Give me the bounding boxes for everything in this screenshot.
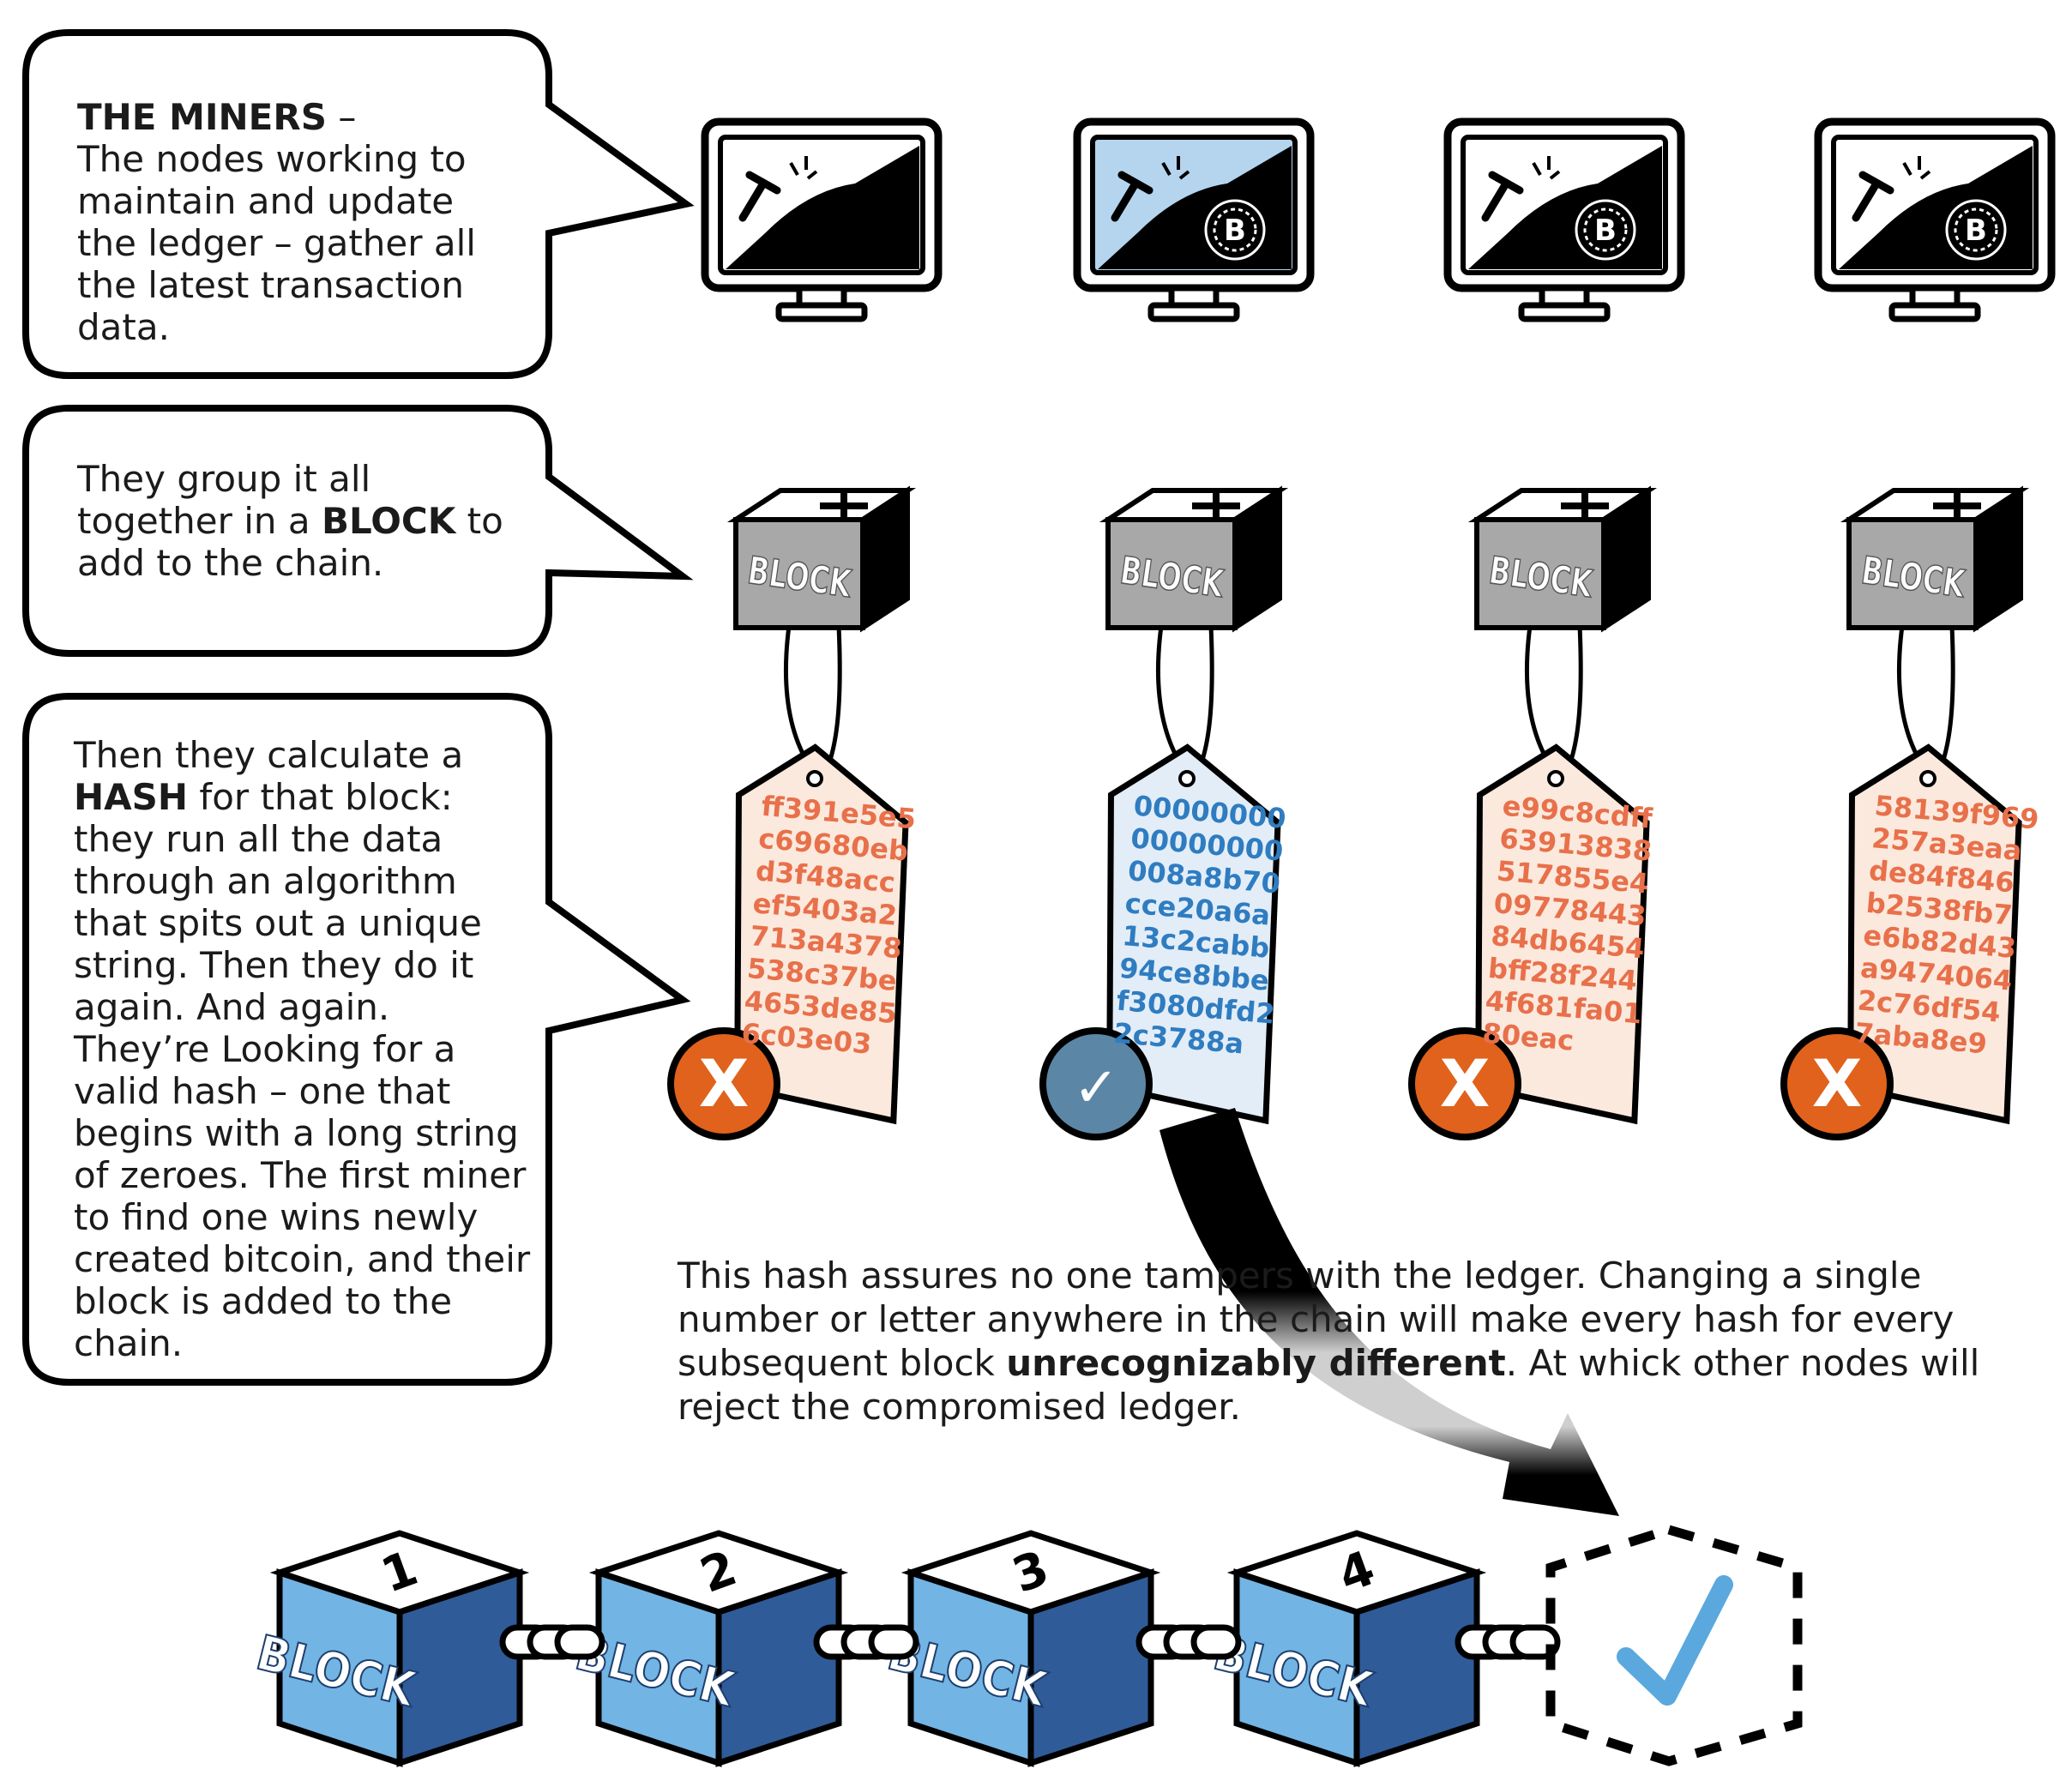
rejected-badge	[1780, 1027, 1894, 1140]
block-text-after: to add to the chain.	[77, 500, 503, 584]
monitor-base	[1518, 302, 1611, 322]
miners-body: The nodes working to maintain and update…	[77, 138, 476, 348]
spark-icon	[1532, 156, 1561, 180]
monitor-base	[1147, 302, 1240, 322]
hash-bubble-text: Then they calculate a HASH for that bloc…	[74, 734, 537, 1364]
pickaxe-icon	[1481, 171, 1524, 222]
accepted-badge	[1039, 1027, 1153, 1140]
new-block-slot	[1545, 1525, 1803, 1766]
cube-side	[715, 1568, 842, 1767]
tamper-note: This hash assures no one tampers with th…	[678, 1254, 2041, 1429]
bitcoin-icon: B	[1204, 199, 1266, 261]
cube-side	[1027, 1568, 1154, 1767]
cube-side	[1232, 485, 1282, 633]
svg-text:B: B	[1965, 214, 1987, 248]
plus-icon	[1192, 492, 1240, 521]
cube-side	[396, 1568, 523, 1767]
bubble-hash	[22, 693, 691, 1386]
note-bold: unrecognizably different	[1006, 1342, 1506, 1384]
tag-hole	[1919, 770, 1936, 787]
svg-text:B: B	[1594, 214, 1617, 248]
monitor-1	[701, 117, 943, 322]
link-ring	[554, 1624, 605, 1660]
svg-text:B: B	[1224, 214, 1246, 248]
tag-hole	[1178, 770, 1196, 787]
plus-icon	[1561, 492, 1609, 521]
note-before: This hash assures no one tampers with th…	[678, 1255, 1955, 1384]
hash-tag	[1847, 743, 2022, 1125]
tag-hole	[806, 770, 823, 787]
chain-link-4	[1455, 1624, 1561, 1660]
link-ring	[868, 1624, 919, 1660]
pickaxe-icon	[1852, 171, 1894, 222]
spark-icon	[1902, 156, 1931, 180]
bitcoin-icon: B	[1575, 199, 1636, 261]
cube-side	[1973, 485, 2023, 633]
miners-title: THE MINERS	[77, 96, 327, 138]
block-bubble-text: They group it all together in a BLOCK to…	[77, 458, 523, 584]
plus-icon	[1933, 492, 1981, 521]
cube-side	[1353, 1568, 1480, 1767]
block-text-before: They group it all together in a	[77, 458, 371, 542]
pickaxe-icon	[1111, 171, 1153, 222]
miners-dash: –	[326, 96, 357, 138]
mine-hill	[726, 146, 919, 269]
chain-link-1	[499, 1624, 605, 1660]
chain-link-3	[1135, 1624, 1242, 1660]
hash-text-bold: HASH	[74, 776, 189, 818]
block-text-bold: BLOCK	[321, 500, 456, 542]
monitor-base	[1888, 302, 1981, 322]
link-ring	[1190, 1624, 1242, 1660]
monitor-4: B	[1814, 117, 2056, 322]
bubble-miners	[22, 29, 695, 379]
checkmark-icon	[1617, 1575, 1733, 1706]
hash-tag	[1106, 743, 1281, 1125]
monitor-3: B	[1443, 117, 1685, 322]
rejected-badge	[667, 1027, 780, 1140]
spark-icon	[1161, 156, 1190, 180]
plus-icon	[820, 492, 868, 521]
spark-icon	[789, 156, 818, 180]
rejected-badge	[1408, 1027, 1521, 1140]
bitcoin-icon: B	[1945, 199, 2007, 261]
bubble-block	[22, 405, 694, 657]
hash-tag	[1475, 743, 1650, 1125]
x-icon: X	[699, 1045, 750, 1122]
monitor-base	[775, 302, 868, 322]
chain-link-2	[813, 1624, 919, 1660]
hash-text-after: for that block: they run all the data th…	[74, 776, 531, 1364]
x-icon: X	[1812, 1045, 1863, 1122]
cube-side	[860, 485, 910, 633]
tag-hole	[1547, 770, 1564, 787]
hash-text-before: Then they calculate a	[74, 734, 464, 776]
miners-bubble-text: THE MINERS – The nodes working to mainta…	[77, 96, 523, 348]
cube-side	[1601, 485, 1651, 633]
pickaxe-icon	[738, 171, 781, 222]
winning-block-arrow	[1159, 1108, 1619, 1516]
note-after: . At whick other nodes will reject the c…	[678, 1342, 1980, 1428]
x-icon: X	[1440, 1045, 1491, 1122]
hash-tag	[734, 743, 909, 1125]
checkmark-icon: ✓	[1073, 1056, 1119, 1120]
candidate-block-2: BLOCK✓	[1039, 485, 1289, 1140]
monitor-2: B	[1073, 117, 1315, 322]
